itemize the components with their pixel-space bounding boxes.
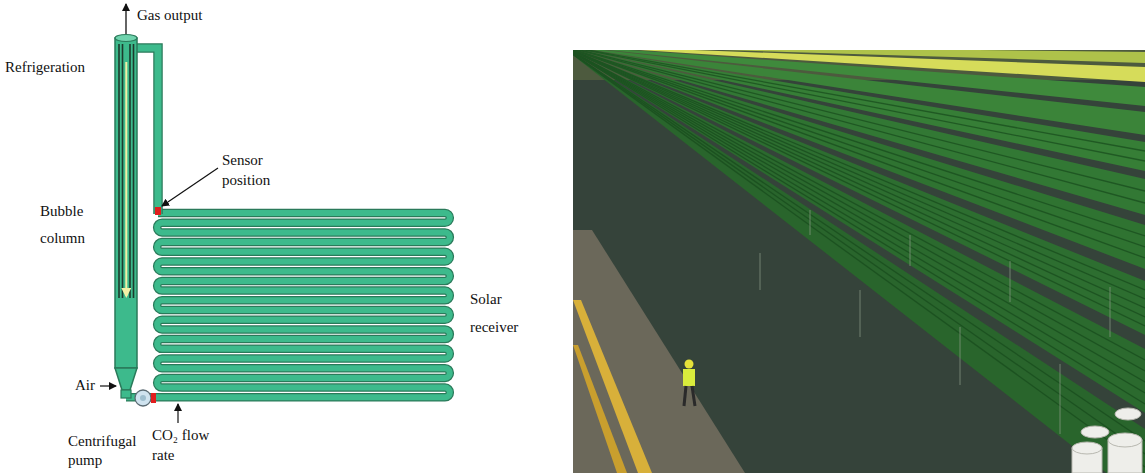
pipe-outline	[136, 48, 158, 214]
column-cone	[115, 368, 137, 390]
column-cap	[115, 35, 137, 42]
refrigeration-tube	[122, 44, 124, 298]
yellow-pipe	[573, 300, 652, 473]
tube-outline	[126, 213, 450, 397]
co2-injection-mark	[151, 393, 156, 403]
column-outlet	[121, 390, 131, 398]
pump-hub	[140, 395, 146, 401]
pipe-fill	[136, 48, 158, 214]
fence-posts	[760, 210, 1110, 434]
sensor-mark	[155, 207, 161, 215]
tube-fill	[126, 213, 450, 397]
bubble-column	[115, 35, 137, 399]
walkway	[573, 230, 745, 473]
leader-arrow	[162, 168, 218, 206]
refrigeration-tube	[129, 44, 131, 298]
gas-output-arrow	[125, 4, 126, 34]
part-label: Gas output	[137, 6, 202, 24]
part-label: CO₂ flow rate	[152, 425, 218, 465]
co2-arrow	[177, 404, 178, 423]
air-arrow	[100, 385, 116, 386]
part-label: Solar receiver	[470, 285, 532, 341]
white-containers	[1072, 408, 1142, 473]
refrigeration-tube	[133, 44, 135, 298]
green-fence	[573, 50, 1145, 335]
part-label: Refrigeration	[5, 58, 85, 76]
plant-photo	[573, 50, 1145, 473]
solar-receiver-tubes	[126, 213, 450, 397]
part-label: Bubble column	[40, 198, 100, 252]
part-label: Air	[75, 376, 95, 394]
flow-arrow	[125, 62, 127, 296]
yellow-pipe	[573, 345, 627, 473]
worker	[683, 360, 695, 407]
refrigeration-tube	[118, 44, 120, 298]
green-fence	[573, 50, 1145, 473]
part-label: Centrifugal pump	[68, 432, 154, 470]
pump-symbol	[135, 390, 151, 406]
green-fence	[573, 50, 1145, 269]
column-body	[115, 38, 137, 368]
part-label: Sensor position	[222, 150, 284, 190]
outlet-pipe	[136, 48, 158, 214]
